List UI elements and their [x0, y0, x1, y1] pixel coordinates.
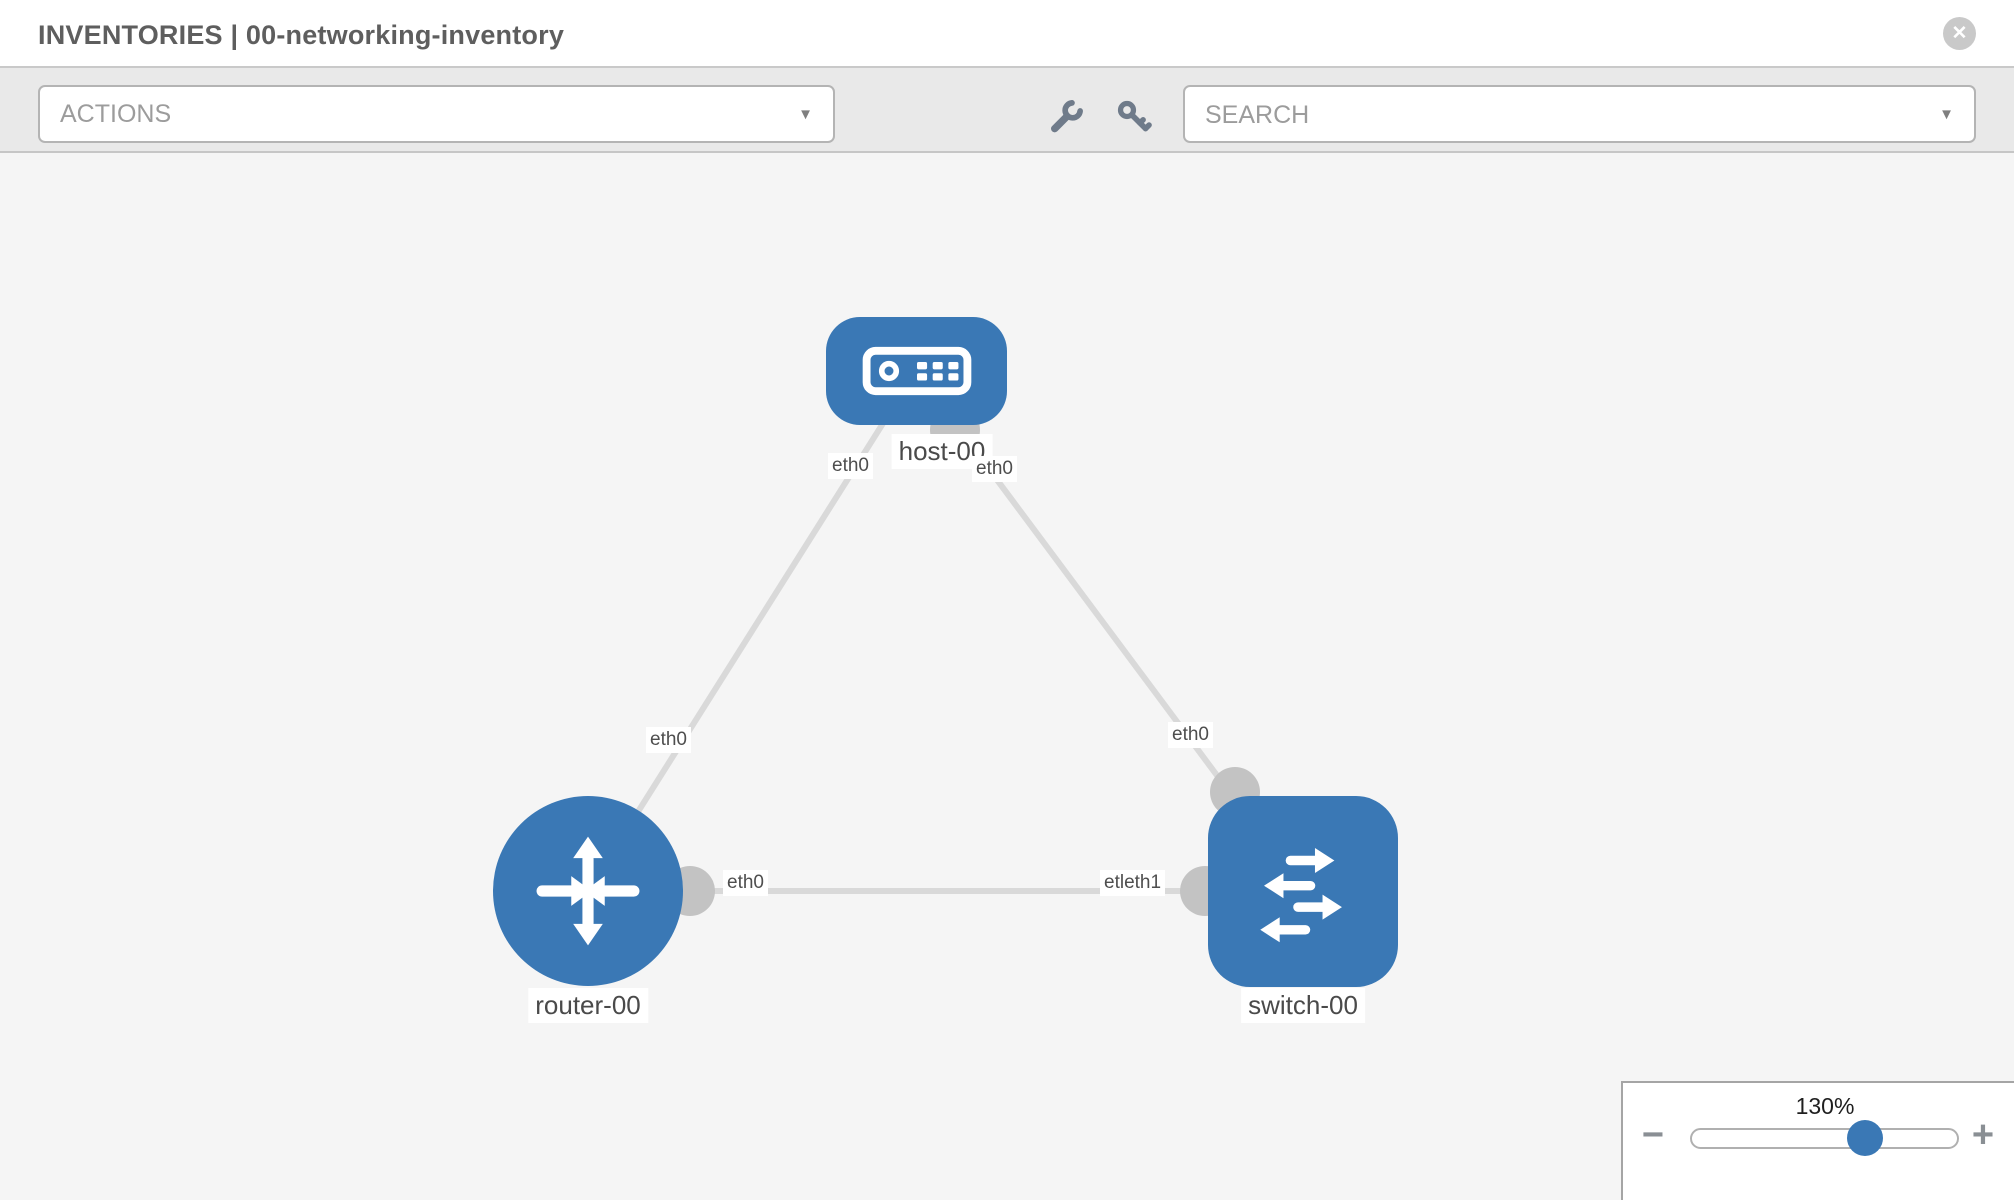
zoom-percentage: 130% [1795, 1093, 1855, 1119]
iface-label: eth0 [646, 727, 691, 753]
page-title: INVENTORIES | 00-networking-inventory [38, 20, 565, 50]
iface-label: etleth1 [1100, 870, 1166, 896]
chevron-down-icon: ▼ [1939, 106, 1954, 123]
wrench-icon [1050, 99, 1083, 132]
switch-icon [1260, 847, 1342, 942]
chevron-down-icon: ▼ [798, 106, 813, 123]
toolbar: ACTIONS ▼ ▼ [0, 68, 2014, 153]
actions-dropdown-label: ACTIONS [60, 100, 172, 128]
topology-canvas[interactable]: host-00 router-00 switch-00 eth0 eth0 et… [0, 153, 2014, 1200]
node-label-router: router-00 [528, 988, 648, 1023]
node-host-00[interactable] [826, 317, 1007, 425]
header: INVENTORIES | 00-networking-inventory ✕ [0, 0, 2014, 68]
zoom-in-button[interactable]: + [1963, 1113, 2003, 1157]
iface-label: eth0 [828, 453, 873, 479]
search-input[interactable] [1203, 90, 1907, 140]
wrench-button[interactable] [1044, 96, 1088, 140]
key-icon [1117, 100, 1152, 132]
zoom-out-button[interactable]: − [1633, 1113, 1673, 1157]
node-switch-00[interactable] [1208, 796, 1398, 987]
key-button[interactable] [1112, 96, 1156, 140]
iface-label: eth0 [972, 456, 1017, 482]
node-router-00[interactable] [493, 796, 683, 986]
zoom-slider-thumb[interactable] [1847, 1120, 1883, 1156]
plus-icon: + [1971, 1114, 1995, 1156]
close-icon: ✕ [1951, 23, 1968, 44]
host-icon [862, 346, 971, 396]
iface-label: eth0 [723, 870, 768, 896]
links-layer [585, 369, 1306, 916]
iface-label: eth0 [1168, 722, 1213, 748]
search-box: ▼ [1183, 85, 1976, 143]
router-icon [536, 836, 640, 946]
node-label-switch: switch-00 [1241, 988, 1365, 1023]
actions-dropdown[interactable]: ACTIONS ▼ [38, 85, 835, 143]
node-label-host: host-00 [891, 434, 993, 469]
minus-icon: − [1641, 1114, 1665, 1156]
zoom-control-panel: 130% − + [1621, 1081, 2014, 1200]
close-button[interactable]: ✕ [1943, 17, 1976, 50]
zoom-slider-track[interactable] [1690, 1120, 1959, 1156]
